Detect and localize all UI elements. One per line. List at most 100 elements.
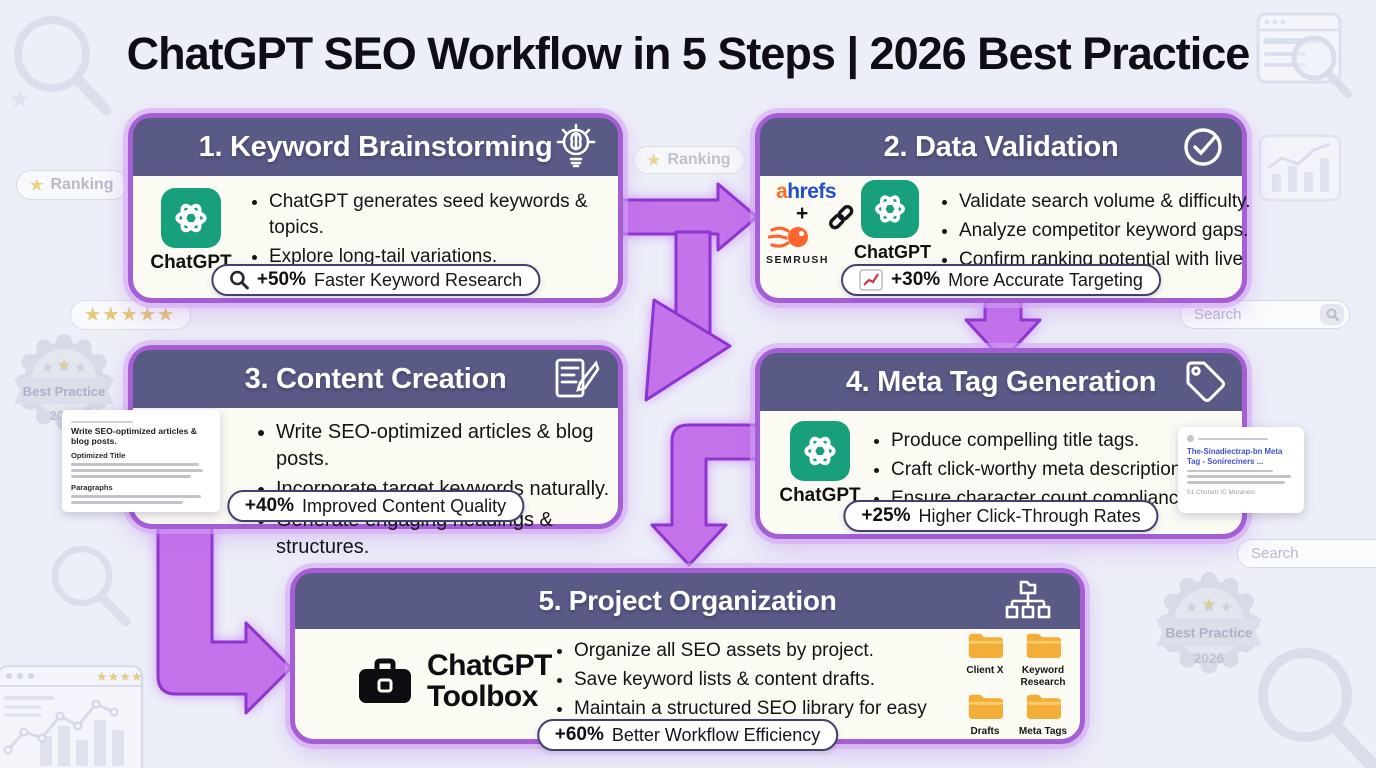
bullet-item: Analyze competitor keyword gaps. [959,218,1259,244]
url-line [1198,437,1268,440]
search-input: Search [1237,539,1376,568]
openai-knot-icon [875,195,905,223]
folder-label: Keyword Research [1020,665,1066,688]
folder-icon [1026,633,1061,658]
chatgpt-logo-block: ChatGPT [854,180,932,263]
tools-logo-cluster: ahrefs + SEMRUSH [766,178,932,296]
project-folders: Client X Keyword Research Drafts [956,631,1078,738]
draft-subheading: Optimized Title [71,450,126,460]
semrush-icon [768,226,808,248]
bullet-item: Explore long-tail variations. [269,244,629,270]
serp-meta: 51 Chonetr /C Moranets [1187,488,1256,496]
openai-knot-icon [804,436,836,466]
placeholder-line [71,420,133,423]
chatgpt-logo-block: ChatGPT [778,421,862,507]
step4-stat-badge: +25% Higher Click-Through Rates [843,500,1159,532]
stat-label: Higher Click-Through Rates [918,505,1141,526]
step4-body: ChatGPT Produce compelling title tags. C… [760,411,1242,534]
step2-title: 2. Data Validation [883,130,1119,163]
best-practice-badge: ★ ★ ★ ★ Best Practice 2026 [1156,572,1262,674]
step1-title: 1. Keyword Brainstorming [198,130,553,163]
five-star-rating-pill: ★★★★★ [70,300,192,330]
step3-header: 3. Content Creation [133,350,618,408]
chatgpt-label: ChatGPT [779,485,861,506]
folder-item: Meta Tags [1014,692,1072,738]
placeholder-line [1187,469,1273,472]
chatgpt-logo-block: ChatGPT [149,188,233,274]
step3-title: 3. Content Creation [244,362,507,395]
chatgpt-label: ChatGPT [854,242,932,262]
magnifier-icon [1326,308,1339,321]
draft-subheading: Paragraphs [71,482,113,492]
stat-label: Faster Keyword Research [314,269,523,290]
plus-sign: + [796,202,809,225]
best-practice-badge: ★ ★ ★ ★ Best Practice 2026 [14,334,114,430]
placeholder-line [71,495,201,498]
folder-item: Drafts [956,692,1014,738]
step4-title: 4. Meta Tag Generation [845,365,1157,398]
step5-box: 5. Project Organization ChatGPT Toolbox [290,568,1085,751]
ahrefs-logo: ahrefs [776,180,837,203]
folder-icon [968,633,1003,658]
bullet-item: Produce compelling title tags. [891,428,1221,454]
bullet-item: Validate search volume & difficulty. [959,189,1259,215]
step2-stat-badge: +30% More Accurate Targeting [841,264,1161,296]
stat-label: More Accurate Targeting [948,269,1143,290]
star-icon: ★ [30,177,44,194]
serp-preview-card: The-Sinadiectrap-bn Meta Tag - Sonirecin… [1178,427,1304,513]
placeholder-line [71,469,203,472]
lightbulb-brain-icon [556,123,596,168]
bullet-item: Save keyword lists & content drafts. [574,667,974,693]
folder-icon [968,694,1003,719]
ranking-label: Ranking [667,151,731,168]
step4-box: 4. Meta Tag Generation ChatGPT [755,348,1247,539]
bullet-item: Craft click-worthy meta descriptions. [891,457,1221,483]
magnifier-icon [229,270,249,290]
chart-illustration [1258,134,1342,202]
step4-bullets: Produce compelling title tags. Craft cli… [870,425,1221,514]
draft-heading: Write SEO-optimized articles & blog post… [71,426,197,447]
stat-label: Improved Content Quality [302,495,507,516]
best-practice-label: Best Practice [23,384,105,399]
arrow-step4-to-step5 [650,423,759,567]
step5-header: 5. Project Organization [295,573,1080,629]
arrow-branch-to-step3 [644,298,732,402]
ranking-label: Ranking [50,176,114,193]
ranking-chart-illustration: ★★★★ [0,664,144,768]
gold-star-icon: ★ [1201,595,1216,614]
semrush-label: SEMRUSH [766,254,830,266]
folder-label: Drafts [970,726,1000,737]
arrow-step1-to-step2 [616,182,759,252]
link-icon [829,205,854,230]
chatgpt-logo [790,421,850,481]
stat-value: +50% [256,269,307,290]
favicon-dot [1187,435,1194,442]
year-label: 2026 [1194,651,1225,666]
stars-row: ★ ★ ★ [41,359,86,375]
page-title: ChatGPT SEO Workflow in 5 Steps | 2026 B… [126,28,1251,79]
chatgpt-label: ChatGPT [150,252,232,273]
step2-header: 2. Data Validation [760,118,1242,176]
stat-value: +60% [554,724,604,745]
browser-search-illustration [1256,12,1352,98]
best-practice-label: Best Practice [1165,626,1252,641]
stars-row: ★★★★ [96,669,143,684]
star-icon: ★ [8,84,32,114]
price-tag-icon [1186,361,1225,402]
chatgpt-logo [861,180,919,238]
gold-star-icon: ★ [57,357,71,374]
placeholder-line [71,501,183,504]
stat-value: +30% [891,269,941,290]
document-pencil-icon [555,358,600,398]
stars-row: ★ ★ ★ [1185,600,1233,616]
magnifier-icon [51,545,131,627]
step4-header: 4. Meta Tag Generation [760,353,1242,411]
step1-header: 1. Keyword Brainstorming [133,118,618,176]
stars-row: ★★★★★ [85,305,177,324]
placeholder-line [71,475,191,478]
serp-title: The-Sinadiectrap-bn Meta Tag - Sonirecin… [1187,447,1283,466]
search-placeholder: Search [1194,306,1242,323]
check-circle-icon [1184,128,1222,166]
article-draft-card: Write SEO-optimized articles & blog post… [62,410,220,512]
placeholder-line [1187,475,1291,478]
